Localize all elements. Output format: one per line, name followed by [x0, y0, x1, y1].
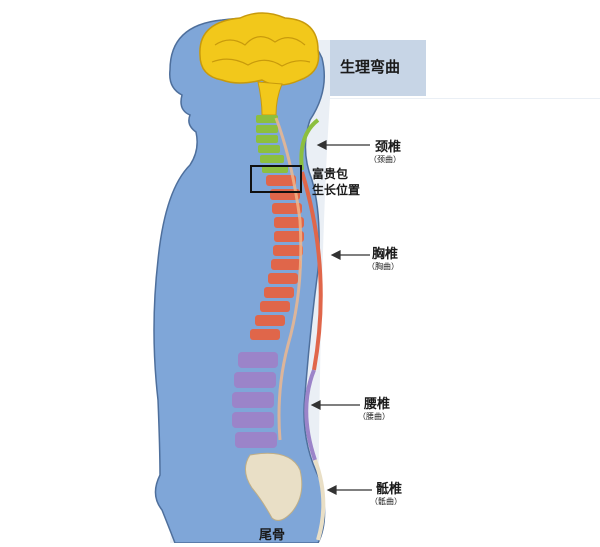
sacrum: [245, 452, 303, 521]
label-lumbar-sub: （腰曲）: [358, 412, 390, 421]
label-thoracic-sub: （胸曲）: [367, 262, 399, 271]
hump-label-line-1: 富贵包: [312, 167, 349, 181]
diagram-title: 生理弯曲: [340, 58, 401, 76]
thoracic-vertebrae: [250, 175, 304, 340]
lumbar-vertebrae: [232, 352, 278, 448]
curve-lumbar: [304, 369, 317, 461]
hump-position-box: [250, 165, 302, 193]
title-panel: [330, 40, 426, 96]
hump-label-line-2: 生长位置: [312, 183, 361, 197]
curve-thoracic: [300, 171, 323, 371]
curve-sacral: [313, 459, 326, 541]
label-thoracic: 胸椎: [372, 247, 399, 262]
label-sacral: 骶椎: [376, 482, 403, 497]
body-silhouette: [153, 17, 326, 544]
label-sacral-sub: （骶曲）: [370, 497, 402, 506]
brain: [199, 12, 320, 86]
curve-cervical: [299, 118, 320, 171]
label-coccyx: 尾骨: [259, 528, 286, 543]
label-arrows: [310, 140, 372, 495]
hump-label: 富贵包 生长位置: [312, 166, 360, 198]
label-lumbar: 腰椎: [364, 397, 391, 412]
label-cervical: 颈椎: [375, 140, 402, 155]
label-cervical-sub: （颈曲）: [369, 155, 401, 164]
